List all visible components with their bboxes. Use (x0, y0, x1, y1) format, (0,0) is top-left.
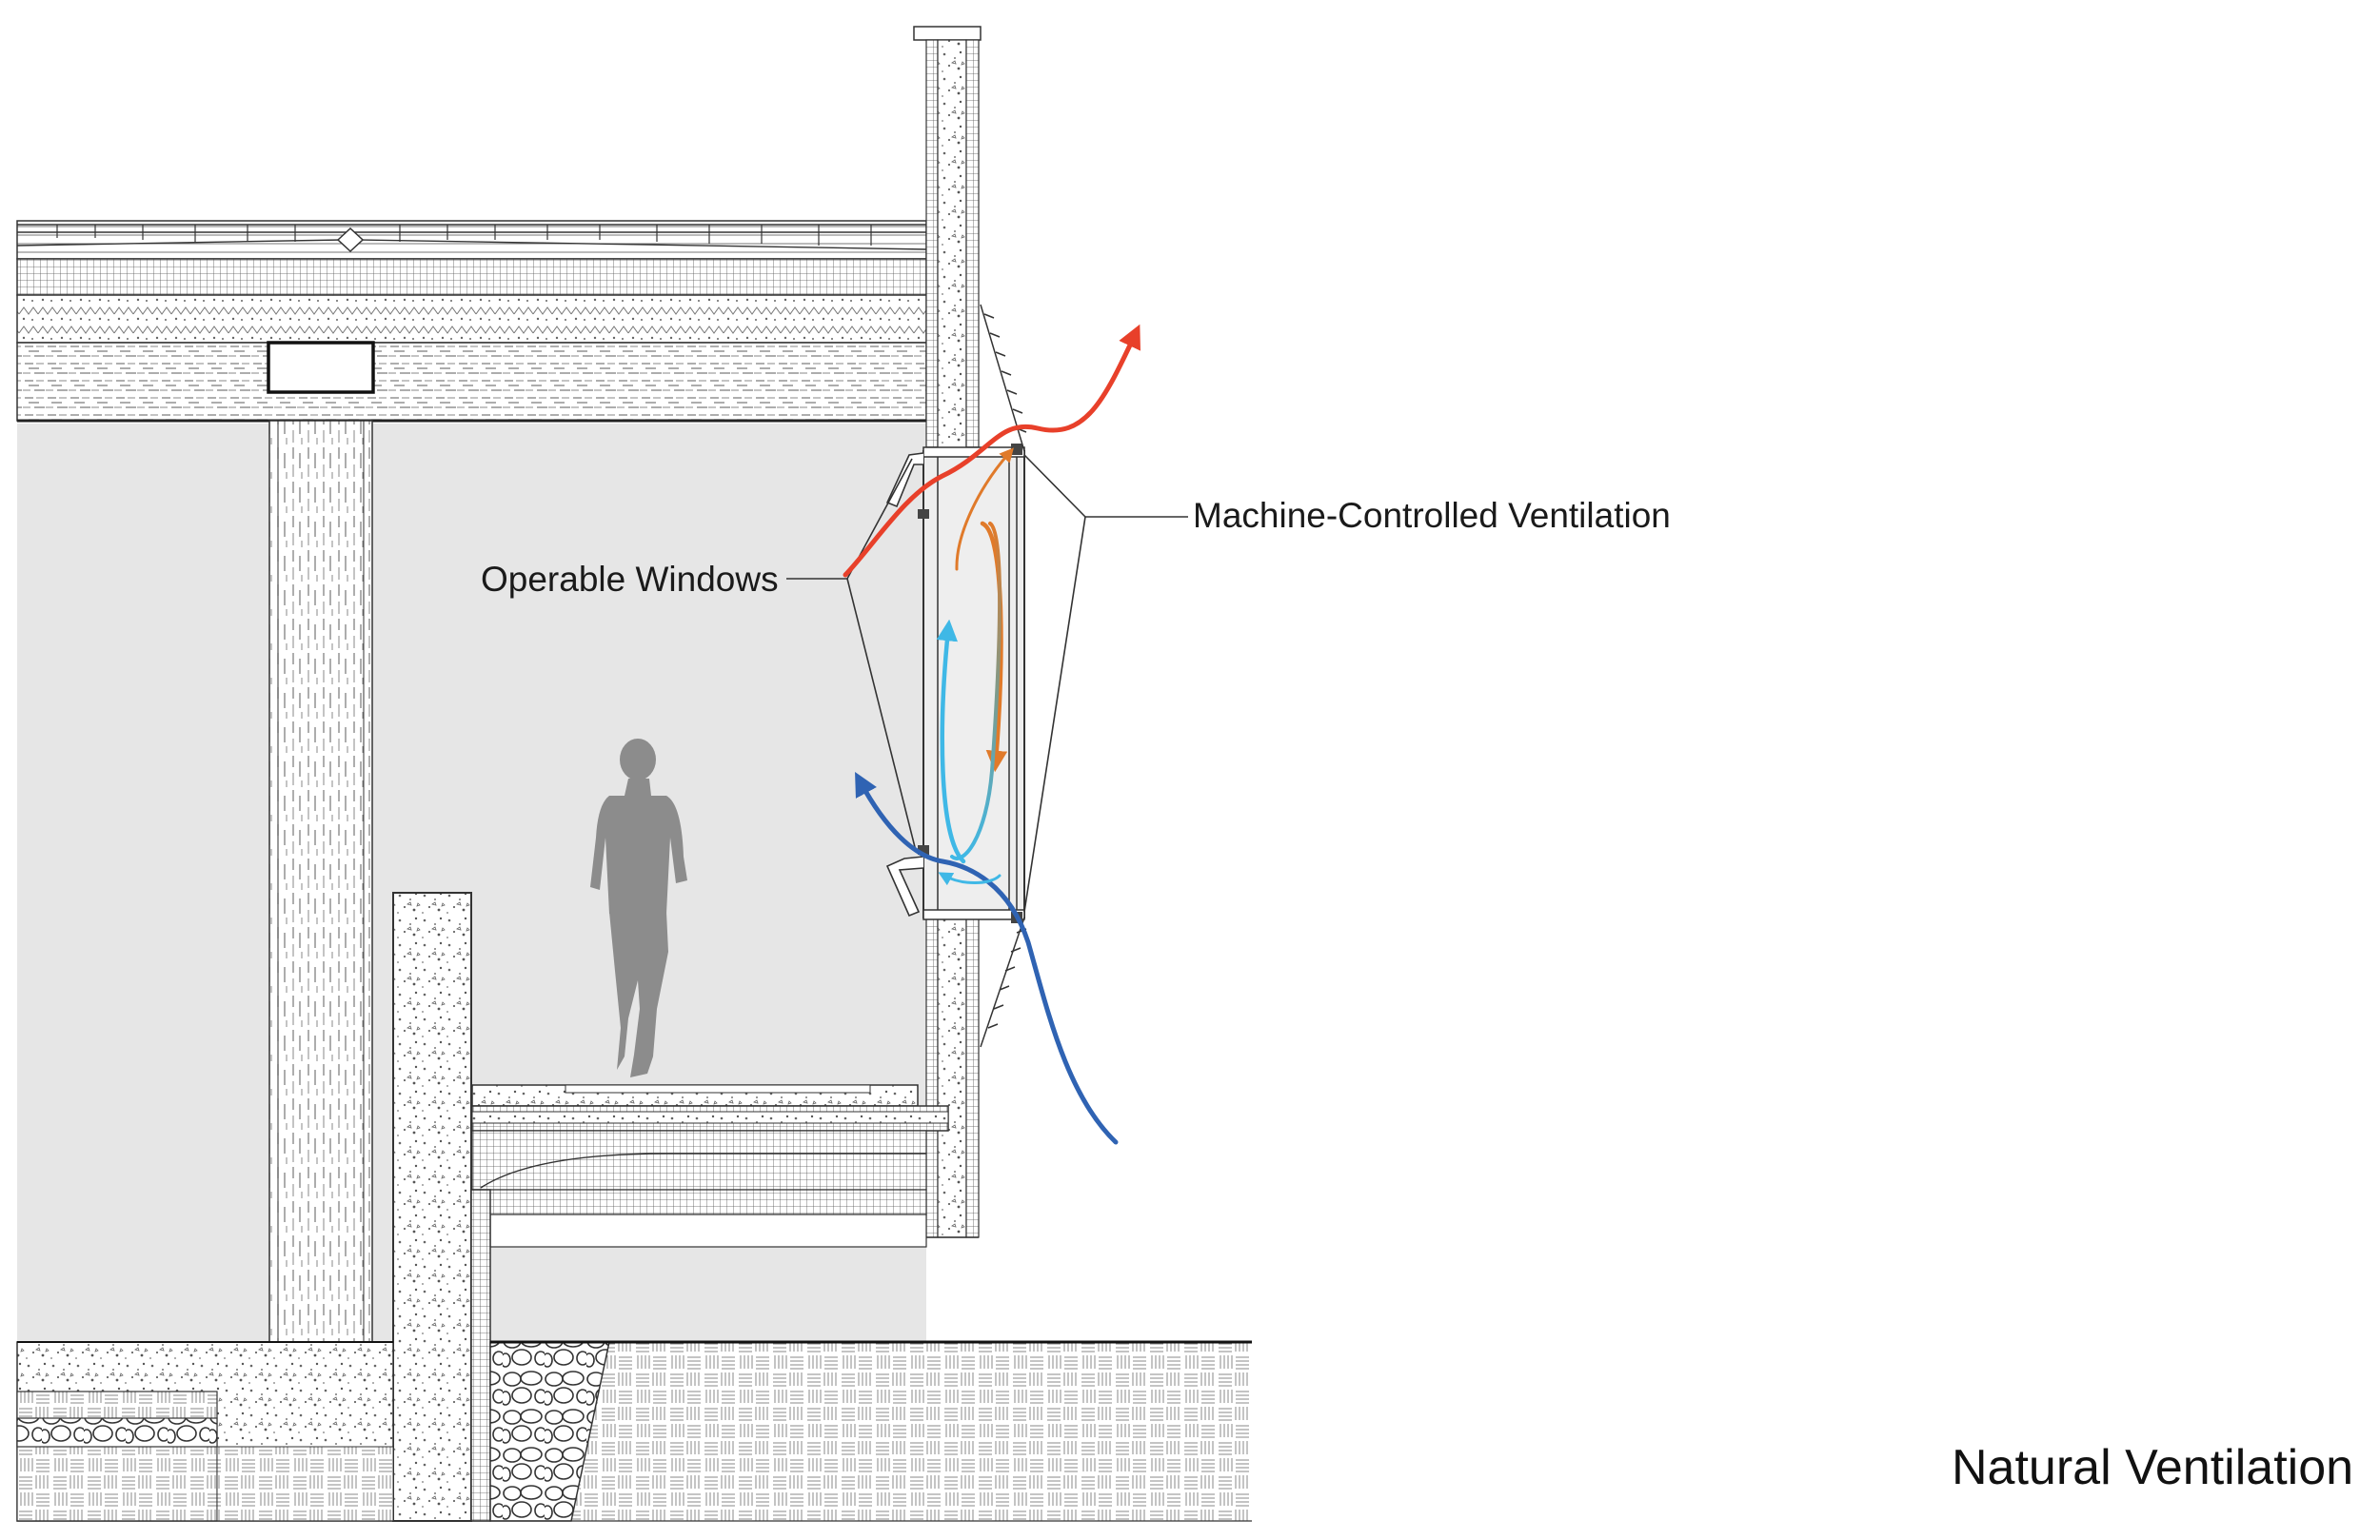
concrete-wall (392, 892, 491, 1522)
warm-air-exhaust-arrow (843, 324, 1140, 578)
callout-leaders (786, 454, 1188, 913)
cool-low-arrow (938, 872, 1002, 886)
cool-circulation-arrow (936, 619, 966, 864)
airflow-arrows (843, 324, 1140, 1145)
operable-windows-label: Operable Windows (481, 560, 779, 599)
interior-column (268, 420, 373, 1343)
warm-circulation-arrow (955, 447, 1014, 571)
person-silhouette (590, 739, 687, 1077)
roof-assembly (16, 220, 927, 423)
roof-duct (267, 341, 375, 394)
diagram-caption: Natural Ventilation (1952, 1440, 2354, 1495)
exterior-wall (913, 26, 982, 1238)
cool-air-intake-arrow (855, 772, 1119, 1145)
machine-ventilation-label: Machine-Controlled Ventilation (1193, 496, 1671, 535)
foundation (16, 1340, 1252, 1522)
mixed-circulation-arrow (950, 522, 1002, 860)
floor-structure (471, 1084, 949, 1248)
